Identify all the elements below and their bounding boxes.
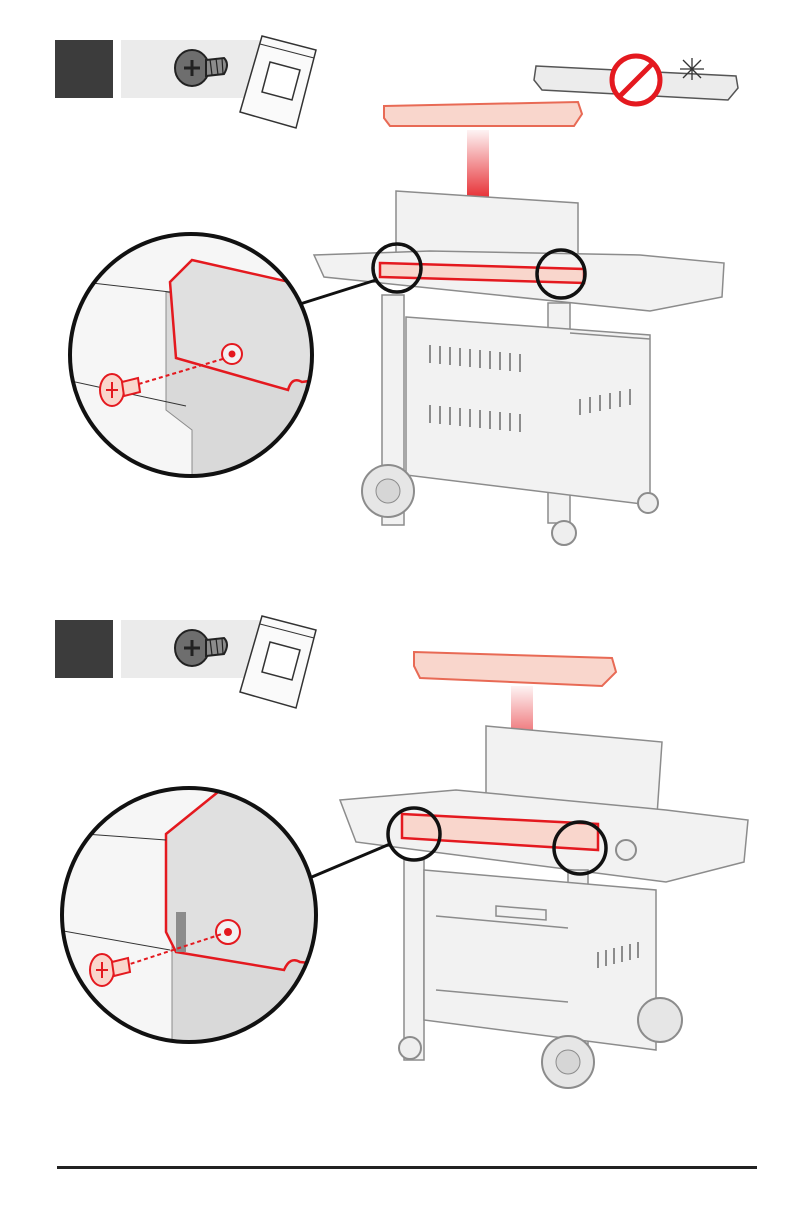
screw-icon <box>172 624 234 674</box>
assembly-step-2 <box>0 580 792 1140</box>
step-number-badge <box>55 40 113 98</box>
step-number-badge <box>55 620 113 678</box>
hardware-bag-icon <box>234 612 320 712</box>
detail-magnifier <box>66 230 316 480</box>
rear-heat-deflector <box>382 100 584 130</box>
callout-markers <box>300 240 600 320</box>
footer-divider <box>57 1166 757 1169</box>
screw-icon <box>172 44 234 94</box>
detail-magnifier <box>58 784 320 1046</box>
assembly-step-1 <box>0 0 792 580</box>
warning-sparkle-icon <box>680 58 704 80</box>
prohibited-icon <box>612 56 660 104</box>
callout-markers <box>300 800 620 890</box>
front-trim-bar <box>412 648 618 690</box>
hardware-bag-icon <box>234 32 320 132</box>
grill-illustration <box>336 720 756 1100</box>
